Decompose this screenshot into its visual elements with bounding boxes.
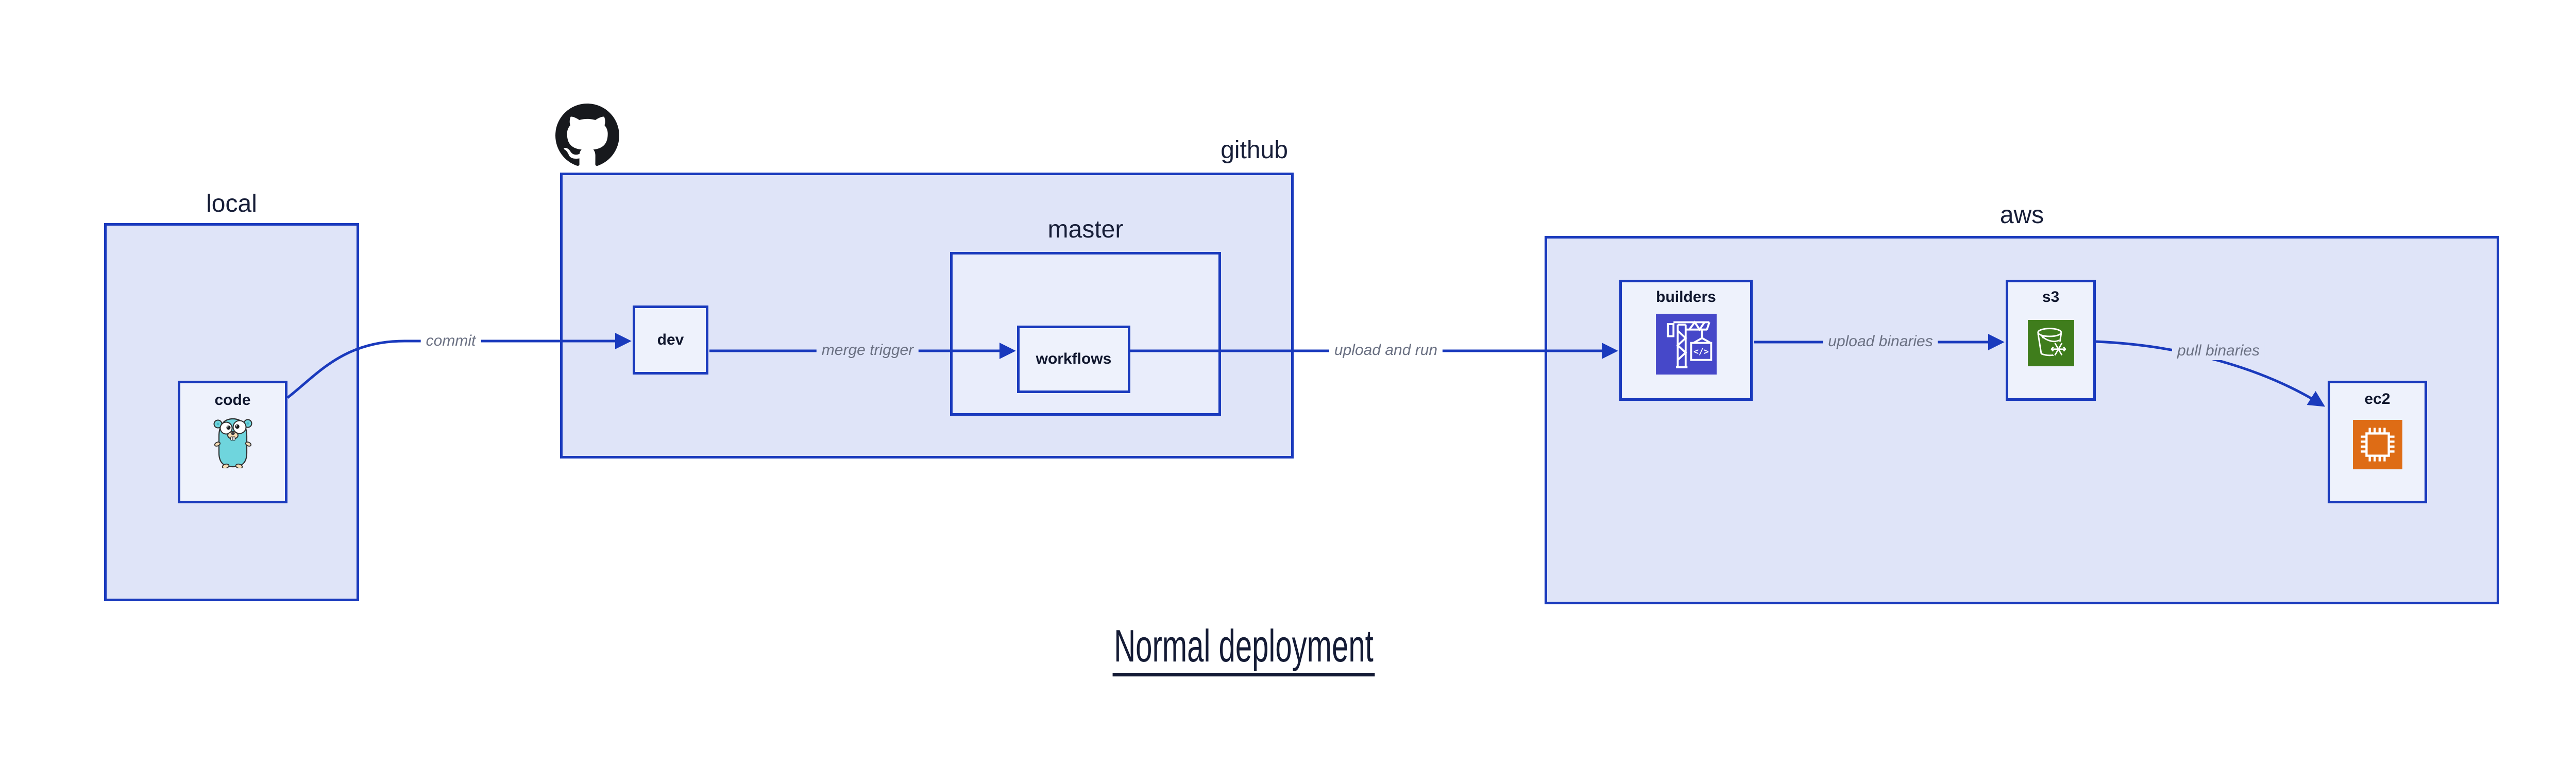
workflows-node-label: workflows xyxy=(1036,350,1112,368)
ec2-chip-icon xyxy=(2352,419,2402,469)
s3-glacier-bucket-icon xyxy=(2027,319,2074,366)
s3-node-label: s3 xyxy=(2042,288,2060,305)
codebuild-crane-icon: </> xyxy=(1655,313,1717,375)
go-gopher-icon xyxy=(213,418,252,468)
builders-node-label: builders xyxy=(1656,288,1716,305)
commit-edge-label: commit xyxy=(420,332,481,350)
ec2-node-box: ec2 xyxy=(2328,381,2427,503)
dev-node-label: dev xyxy=(657,331,684,348)
aws-group-label: aws xyxy=(1999,201,2044,229)
code-brackets-glyph: </> xyxy=(1693,347,1709,356)
github-group-label: github xyxy=(1221,137,1288,164)
code-node-label: code xyxy=(214,392,251,409)
diagram-title-text: Normal deployment xyxy=(1112,623,1375,676)
ec2-node-label: ec2 xyxy=(2364,390,2391,408)
diagram-title: Normal deployment xyxy=(1045,623,1443,676)
upload-and-run-edge-label: upload and run xyxy=(1329,341,1443,360)
master-group-label: master xyxy=(1047,216,1124,243)
dev-node-box: dev xyxy=(633,305,708,375)
merge-trigger-edge-label: merge trigger xyxy=(816,341,919,360)
pull-binaries-edge-label: pull binaries xyxy=(2172,342,2265,360)
code-node-box: code xyxy=(178,381,287,503)
upload-binaries-edge-label: upload binaries xyxy=(1823,332,1938,351)
builders-node-box: builders </> xyxy=(1619,280,1753,401)
s3-node-box: s3 xyxy=(2006,280,2096,401)
workflows-node-box: workflows xyxy=(1017,326,1130,393)
github-octocat-icon xyxy=(555,104,619,166)
local-group-label: local xyxy=(206,190,257,217)
